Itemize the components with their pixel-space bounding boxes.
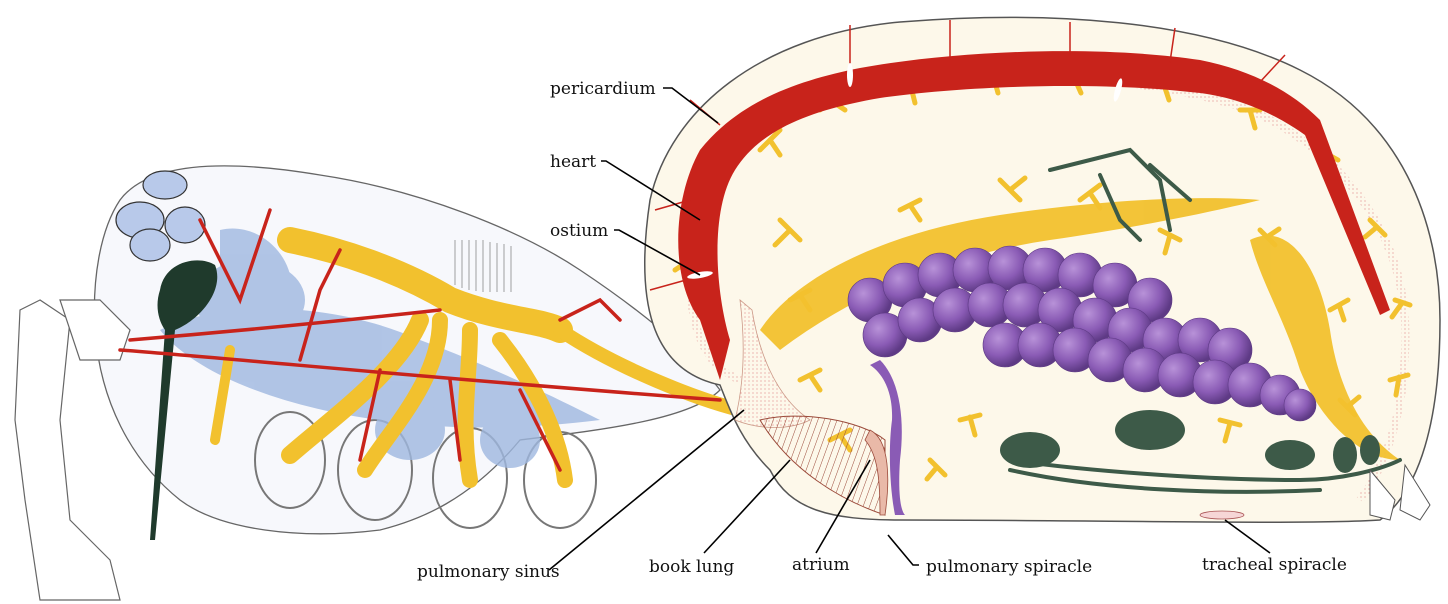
eye-3 (165, 207, 205, 243)
label-tracheal-spiracle: tracheal spiracle (1202, 555, 1347, 575)
leader-book-lung (704, 460, 790, 553)
tracheal-spiracle-slit (1200, 511, 1244, 519)
leader-pulmonary-sinus (549, 410, 744, 570)
leader-pulmonary-spiracle (888, 535, 919, 565)
ostium-mid (847, 63, 853, 87)
label-pulmonary-spiracle: pulmonary spiracle (926, 557, 1092, 577)
label-pulmonary-sinus: pulmonary sinus (417, 562, 560, 582)
eye-4 (130, 229, 170, 261)
leader-tracheal-spiracle (1225, 520, 1270, 553)
label-atrium: atrium (792, 555, 850, 575)
label-heart: heart (550, 152, 596, 172)
label-book-lung: book lung (649, 557, 734, 577)
cephalothorax (15, 166, 740, 600)
abdomen (645, 17, 1440, 522)
label-pericardium: pericardium (550, 79, 656, 99)
eye-1 (143, 171, 187, 199)
label-ostium: ostium (550, 221, 608, 241)
